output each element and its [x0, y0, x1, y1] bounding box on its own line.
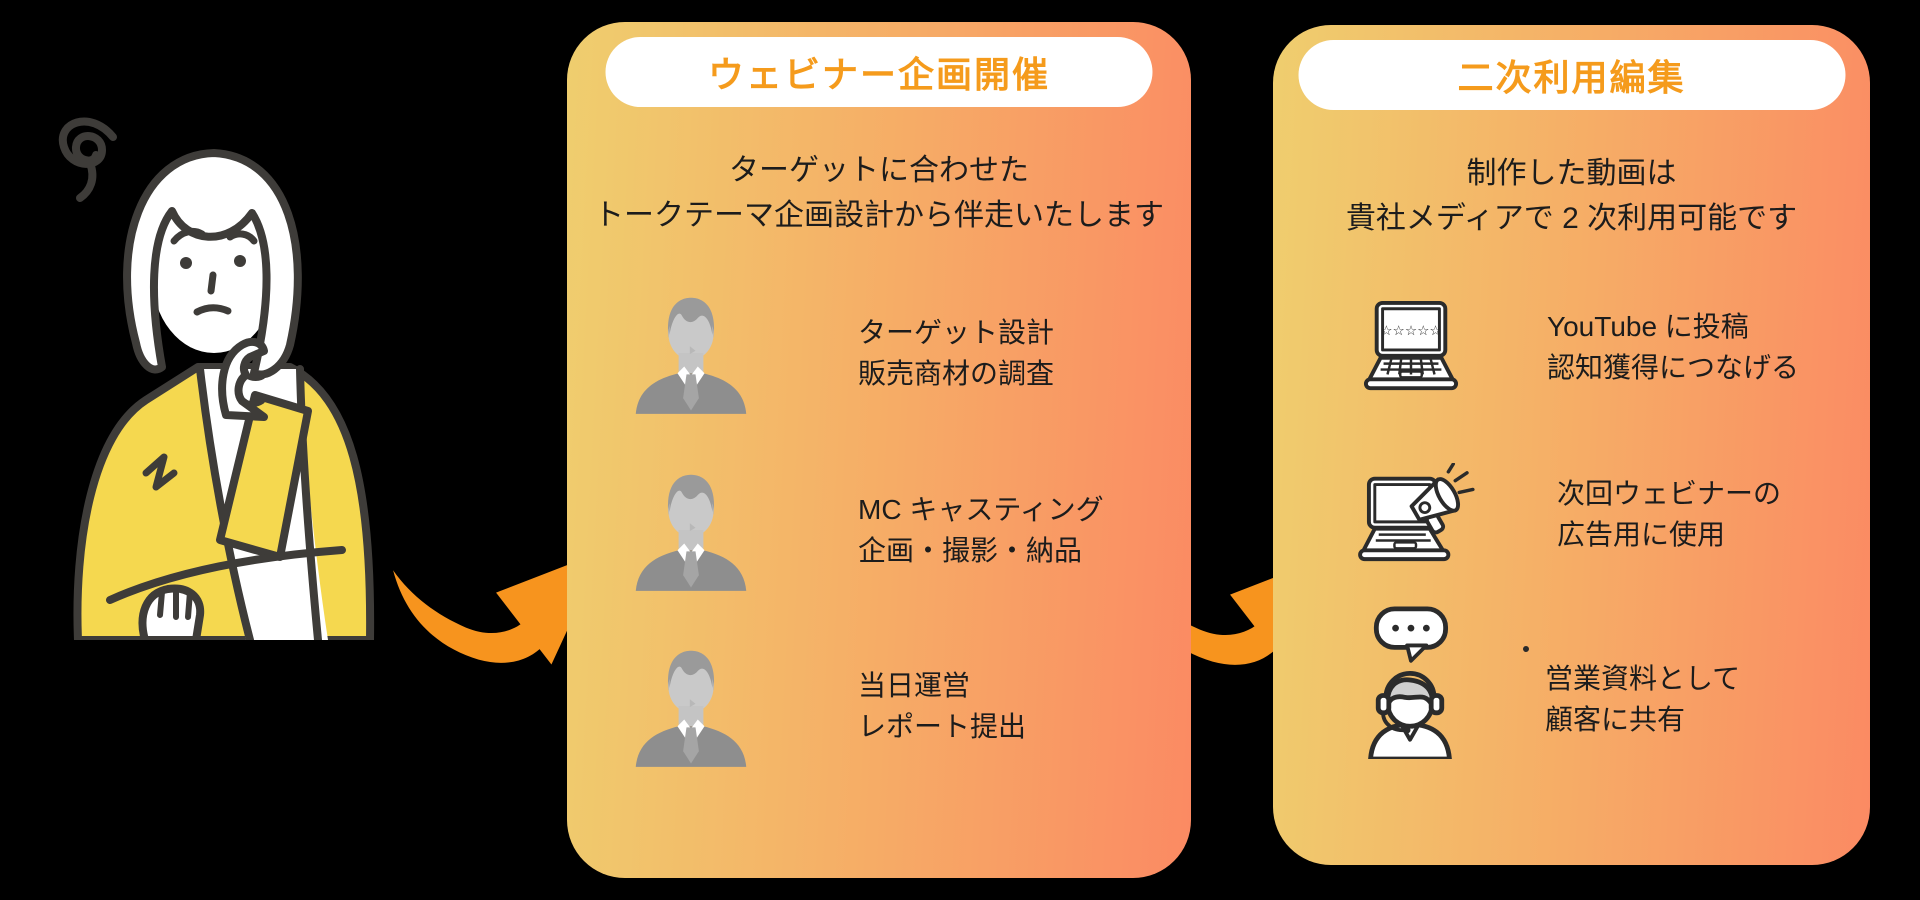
item-line: ターゲット設計: [858, 317, 1055, 348]
laptop-megaphone-icon: [1358, 463, 1475, 562]
subtitle-line: ターゲットに合わせた: [729, 154, 1029, 187]
list-item: MC キャスティング 企画・撮影・納品: [629, 469, 1104, 591]
subtitle-line: 貴社メディアで 2 次利用可能です: [1345, 202, 1798, 235]
stray-dot: [1523, 646, 1529, 652]
reuse-panel-title-pill: 二次利用編集: [1298, 40, 1845, 110]
webinar-panel: ウェビナー企画開催 ターゲットに合わせた トークテーマ企画設計から伴走いたします…: [567, 22, 1191, 878]
item-line: 広告用に使用: [1557, 519, 1726, 550]
item-line: 営業資料として: [1545, 663, 1741, 694]
list-item-text: ターゲット設計 販売商材の調査: [858, 312, 1054, 394]
businessman-icon: [635, 474, 747, 591]
item-line: 当日運営: [858, 670, 971, 701]
thinking-woman-drawing: [58, 117, 375, 640]
reuse-panel-title: 二次利用編集: [1457, 57, 1686, 98]
item-line: 販売商材の調査: [858, 358, 1055, 389]
support-agent-icon: [1368, 606, 1452, 759]
list-item-text: MC キャスティング 企画・撮影・納品: [858, 489, 1104, 571]
confusion-squiggle-icon: [58, 117, 117, 202]
item-line: 次回ウェビナーの: [1557, 478, 1782, 509]
list-item-text: 当日運営 レポート提出: [858, 665, 1026, 747]
list-item-text: 次回ウェビナーの 広告用に使用: [1557, 473, 1781, 555]
list-item: 当日運営 レポート提出: [629, 645, 1026, 767]
list-item: ターゲット設計 販売商材の調査: [629, 292, 1054, 414]
subtitle-line: 制作した動画は: [1466, 157, 1677, 190]
businessman-icon: [635, 650, 747, 767]
item-line: 顧客に共有: [1545, 704, 1686, 735]
webinar-panel-subtitle: ターゲットに合わせた トークテーマ企画設計から伴走いたします: [567, 148, 1191, 238]
list-item: 営業資料として 顧客に共有: [1357, 605, 1740, 759]
item-line: 企画・撮影・納品: [858, 535, 1083, 566]
reuse-panel: 二次利用編集 制作した動画は 貴社メディアで 2 次利用可能です ☆☆☆☆☆: [1273, 25, 1870, 865]
webinar-panel-title-pill: ウェビナー企画開催: [605, 37, 1153, 107]
item-line: MC キャスティング: [858, 494, 1104, 525]
item-line: YouTube に投稿: [1547, 311, 1749, 342]
list-item-text: YouTube に投稿 認知獲得につなげる: [1547, 306, 1799, 388]
webinar-panel-title: ウェビナー企画開催: [707, 54, 1050, 95]
item-line: レポート提出: [858, 711, 1027, 742]
list-item-text: 営業資料として 顧客に共有: [1545, 658, 1740, 740]
left-hand: [138, 584, 205, 640]
reuse-panel-subtitle: 制作した動画は 貴社メディアで 2 次利用可能です: [1273, 151, 1870, 241]
raised-forearm: [216, 391, 312, 561]
list-item: ☆☆☆☆☆ YouTube に投稿 認知獲得につなげる: [1357, 298, 1799, 396]
star-rating-glyphs: ☆☆☆☆☆: [1380, 323, 1442, 338]
hand-on-chin: [218, 337, 268, 421]
item-line: 認知獲得につなげる: [1547, 352, 1800, 383]
subtitle-line: トークテーマ企画設計から伴走いたします: [594, 199, 1164, 232]
list-item: 次回ウェビナーの 広告用に使用: [1357, 463, 1781, 565]
thinking-woman-illustration: [50, 95, 395, 640]
businessman-icon: [635, 297, 747, 414]
laptop-review-icon: ☆☆☆☆☆: [1363, 300, 1459, 391]
